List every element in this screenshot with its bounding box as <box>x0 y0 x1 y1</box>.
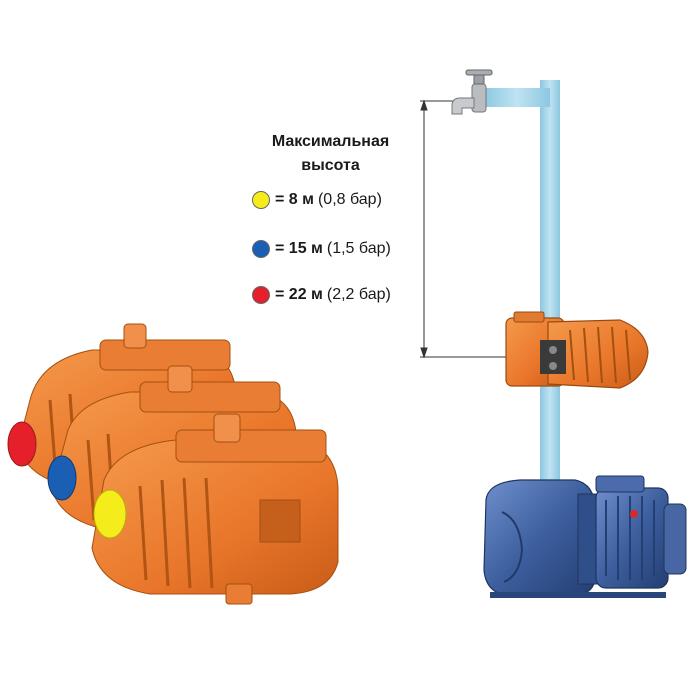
blue-dot-icon <box>252 240 270 258</box>
water-pipe <box>484 80 560 480</box>
pressure-switch-yellow <box>91 413 339 605</box>
legend-value: = 15 м <box>275 240 323 257</box>
legend-pressure: (2,2 бар) <box>326 286 391 303</box>
legend-item-red: = 22 м (2,2 бар) <box>252 283 391 307</box>
legend-title-line1: Максимальная <box>271 133 390 150</box>
legend-title-line2: высота <box>301 157 360 174</box>
legend-item-yellow: = 8 м (0,8 бар) <box>252 188 382 212</box>
legend-value: = 22 м <box>275 286 323 303</box>
legend-pressure: (0,8 бар) <box>317 191 382 208</box>
height-dimension-line <box>420 99 512 359</box>
red-dot-icon <box>252 286 270 304</box>
legend-value: = 8 м <box>275 191 314 208</box>
water-faucet-icon <box>451 69 493 115</box>
legend-title: Максимальная высота <box>248 130 413 178</box>
pressure-switch-product-photo <box>7 323 339 605</box>
legend-pressure: (1,5 бар) <box>326 240 391 257</box>
yellow-dot-icon <box>252 191 270 209</box>
legend-item-blue: = 15 м (1,5 бар) <box>252 237 391 261</box>
surface-pump <box>483 475 687 598</box>
pressure-switch <box>505 311 649 389</box>
